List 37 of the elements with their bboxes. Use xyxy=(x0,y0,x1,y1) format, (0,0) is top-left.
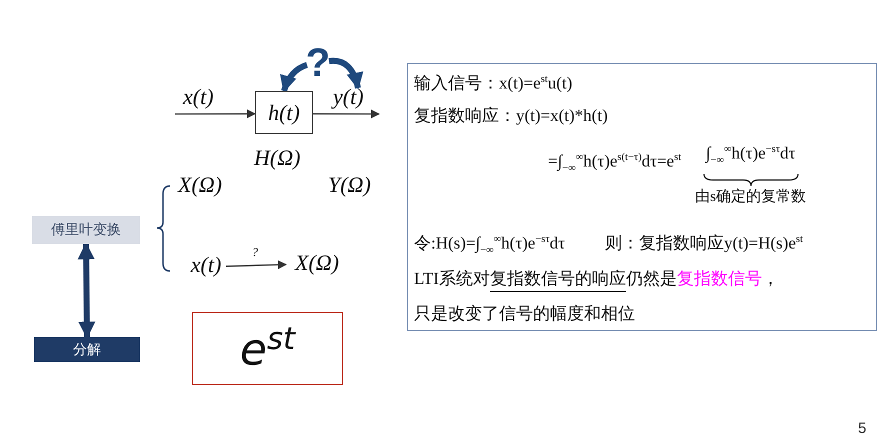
label-tag xyxy=(32,216,140,244)
formula-box xyxy=(192,312,343,385)
formula-text: 只是改变了信号的幅度和相位 xyxy=(414,303,635,325)
brace-note: 由s确定的复常数 xyxy=(695,187,806,208)
tag-text: 傅里叶变换 xyxy=(51,221,121,239)
system-label: h(t) xyxy=(268,102,300,124)
math-text: X(Ω) xyxy=(286,248,348,278)
arrow xyxy=(226,260,287,270)
formula-text: 复指数信号 xyxy=(676,268,762,290)
question-mark: ? xyxy=(307,44,329,82)
formula: e$^{st}$ xyxy=(240,324,296,373)
formula-text: 输入信号：x(t)=e$^{st}$u(t) xyxy=(414,72,572,95)
edge-label: x(t) xyxy=(183,86,214,108)
math-text: X(Ω) xyxy=(178,174,222,196)
formula-text: 复指数信号的响应 xyxy=(490,267,626,292)
formula-text: =∫$_{−∞}$$^{∞}$h(τ)e$^{s(t−τ)}$dτ=e$^{st}$ xyxy=(548,150,682,176)
formula-text: 令:H(s)=∫$_{−∞}$$^{∞}$h(τ)e$^{−sτ}$dτ xyxy=(414,232,565,258)
label-tag xyxy=(34,337,140,362)
math-text: x(t) xyxy=(186,252,226,278)
formula-text: 复指数响应：y(t)=x(t)*h(t) xyxy=(414,105,608,127)
arrow xyxy=(313,109,380,118)
formula-text: 仍然是 xyxy=(626,268,677,290)
text-panel xyxy=(407,63,877,331)
edge-label: y(t) xyxy=(333,86,364,108)
page-number: 5 xyxy=(858,420,866,437)
formula-text: 则：复指数响应y(t)=H(s)e$^{st}$ xyxy=(604,232,803,255)
formula-text: ∫$_{−∞}$$^{∞}$h(τ)e$^{−sτ}$dτ xyxy=(706,142,796,168)
arrow xyxy=(280,62,308,93)
math-text: H(Ω) xyxy=(254,147,300,169)
formula-text: ， xyxy=(762,268,779,290)
formula-text: LTI系统对 xyxy=(414,268,490,290)
math-text: Y(Ω) xyxy=(328,174,371,196)
edge-label: ? xyxy=(252,246,258,258)
arrow xyxy=(78,242,96,339)
arrow xyxy=(175,109,256,118)
tag-text: 分解 xyxy=(73,340,101,358)
system-box xyxy=(255,91,313,134)
